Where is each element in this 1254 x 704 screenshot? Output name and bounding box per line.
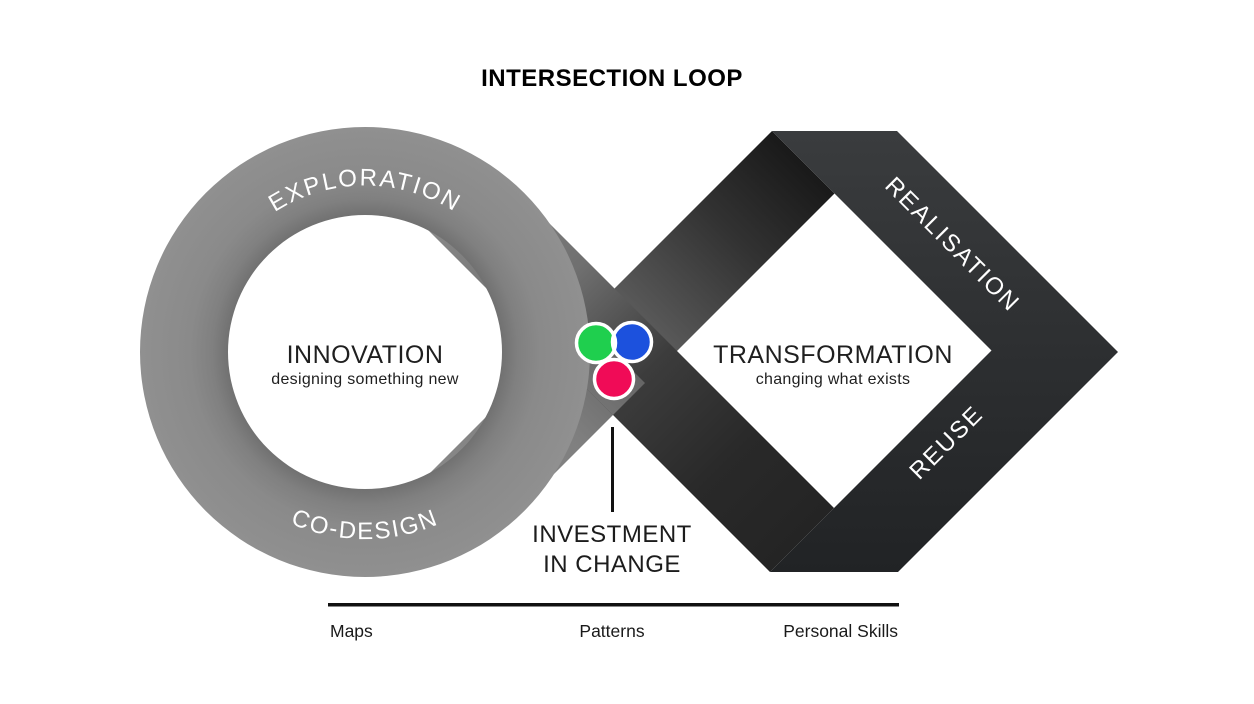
venn-green-circle bbox=[576, 323, 616, 363]
venn-blue-circle bbox=[612, 322, 652, 362]
investment-line2: IN CHANGE bbox=[543, 551, 681, 578]
venn-intersection-icon bbox=[574, 320, 654, 401]
axis-label-personal-skills: Personal Skills bbox=[783, 621, 898, 641]
venn-blue-outline bbox=[610, 320, 654, 364]
callout-connector-line bbox=[611, 427, 614, 512]
axis-line bbox=[328, 603, 899, 607]
diamond-band bbox=[770, 131, 1118, 572]
venn-red-circle bbox=[594, 359, 634, 399]
investment-line1: INVESTMENT bbox=[532, 521, 692, 548]
venn-red-outline bbox=[592, 357, 636, 401]
infinity-ring bbox=[140, 127, 590, 577]
axis-label-patterns: Patterns bbox=[579, 621, 644, 641]
innovation-subtitle: designing something new bbox=[271, 371, 459, 388]
diagram-title: INTERSECTION LOOP bbox=[481, 65, 743, 92]
transformation-title: TRANSFORMATION bbox=[713, 341, 953, 369]
axis-label-maps: Maps bbox=[330, 621, 373, 641]
innovation-title: INNOVATION bbox=[287, 341, 444, 369]
venn-green-outline bbox=[574, 321, 618, 365]
transformation-subtitle: changing what exists bbox=[756, 371, 911, 388]
